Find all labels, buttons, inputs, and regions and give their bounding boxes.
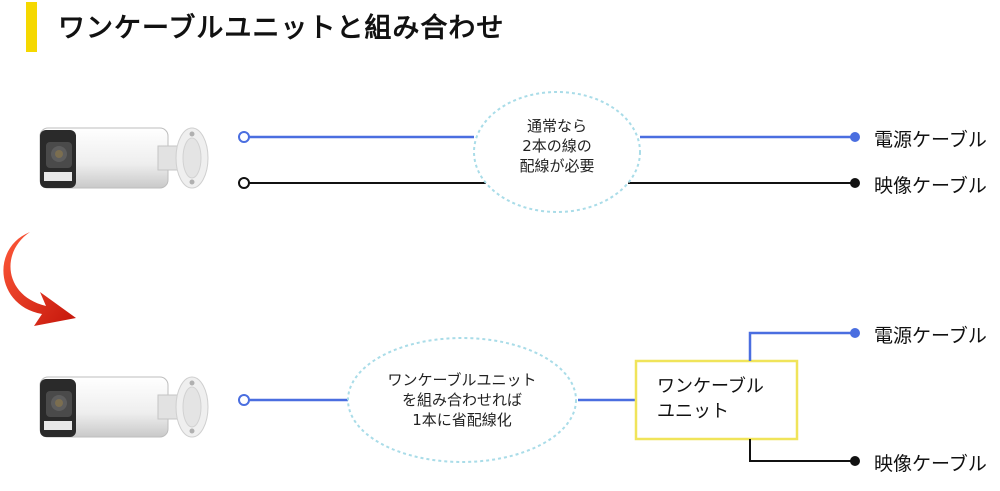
unit-box-line: ユニット bbox=[657, 399, 764, 424]
power-end-dot bbox=[850, 328, 860, 338]
unit-video-output bbox=[750, 439, 852, 461]
bottom-video-cable-label: 映像ケーブル bbox=[874, 449, 987, 476]
bullet-camera-icon bbox=[40, 128, 208, 188]
top-bubble-line: 2本の線の bbox=[497, 136, 617, 156]
unit-box-line: ワンケーブル bbox=[657, 374, 764, 399]
bottom-bubble-text: ワンケーブルユニット を組み合わせれば 1本に省配線化 bbox=[372, 370, 552, 430]
unit-box-text: ワンケーブル ユニット bbox=[657, 374, 764, 424]
power-open-terminal bbox=[239, 132, 249, 142]
top-video-cable-label: 映像ケーブル bbox=[874, 171, 987, 198]
video-end-dot bbox=[850, 456, 860, 466]
power-end-dot bbox=[850, 132, 860, 142]
top-bubble-line: 配線が必要 bbox=[497, 156, 617, 176]
curved-arrow-icon bbox=[3, 232, 76, 326]
unit-power-output bbox=[750, 333, 852, 361]
bottom-power-cable-label: 電源ケーブル bbox=[874, 321, 987, 348]
bottom-bubble-line: ワンケーブルユニット bbox=[372, 370, 552, 390]
video-end-dot bbox=[850, 178, 860, 188]
single-cable-terminal bbox=[239, 395, 249, 405]
bullet-camera-icon bbox=[40, 377, 208, 437]
top-bubble-line: 通常なら bbox=[497, 116, 617, 136]
video-open-terminal bbox=[239, 178, 249, 188]
bottom-bubble-line: を組み合わせれば bbox=[372, 390, 552, 410]
bottom-bubble-line: 1本に省配線化 bbox=[372, 410, 552, 430]
top-bubble-text: 通常なら 2本の線の 配線が必要 bbox=[497, 116, 617, 176]
top-power-cable-label: 電源ケーブル bbox=[874, 125, 987, 152]
